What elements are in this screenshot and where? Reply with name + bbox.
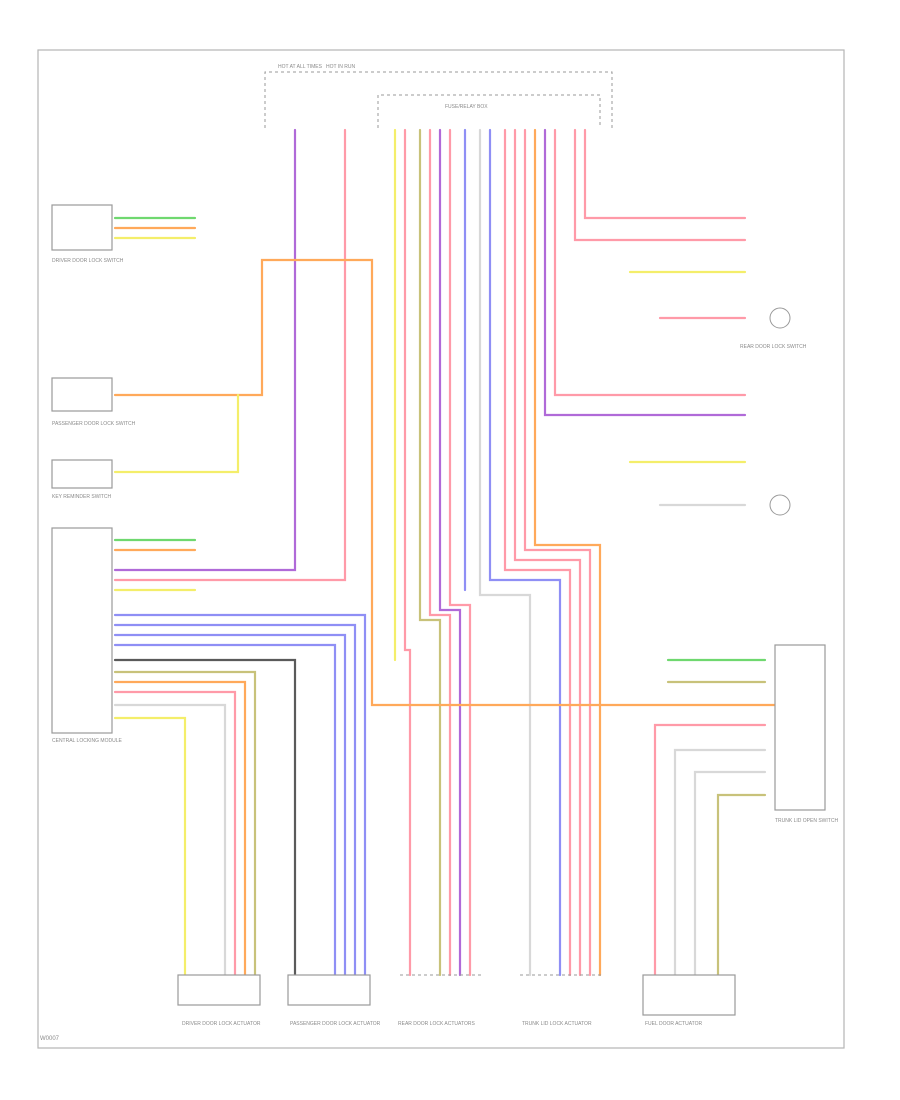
- wire: [113, 658, 297, 977]
- rear-door-lock-actuators-label: REAR DOOR LOCK ACTUATORS: [398, 1021, 475, 1027]
- driver-door-lock-actuator: [177, 974, 261, 1006]
- hot-label-2: HOT IN RUN: [326, 64, 355, 70]
- hot-label-1: HOT AT ALL TIMES: [278, 64, 323, 70]
- wire: [113, 716, 187, 977]
- wire: [438, 128, 462, 977]
- wire: [693, 770, 767, 977]
- wire: [583, 128, 747, 220]
- wire: [113, 690, 237, 977]
- wire: [113, 703, 227, 977]
- passenger-door-lock-switch: [51, 377, 113, 412]
- wire: [113, 643, 337, 977]
- wire: [113, 393, 240, 474]
- fuel-door-actuator-label: FUEL DOOR ACTUATOR: [645, 1021, 703, 1027]
- central-locking-module-label: CENTRAL LOCKING MODULE: [52, 738, 122, 744]
- passenger-door-lock-switch-label: PASSENGER DOOR LOCK SWITCH: [52, 421, 136, 427]
- ground-symbol: [769, 307, 791, 329]
- wire: [113, 633, 347, 977]
- wire: [478, 128, 532, 977]
- fuse-box-bracket: [377, 94, 601, 128]
- power-labels: HOT AT ALL TIMES HOT IN RUN FUSE/RELAY B…: [278, 64, 488, 110]
- wire: [573, 128, 747, 242]
- diagram-code: W0007: [40, 1036, 60, 1042]
- wire: [488, 128, 562, 977]
- trunk-switch-group: TRUNK LID OPEN SWITCH: [653, 644, 838, 977]
- wire: [448, 128, 472, 977]
- wire: [523, 128, 592, 977]
- wire: [113, 670, 257, 977]
- left-components: DRIVER DOOR LOCK SWITCH PASSENGER DOOR L…: [51, 204, 136, 744]
- wire: [113, 128, 347, 582]
- wire: [113, 613, 367, 977]
- driver-door-lock-switch-label: DRIVER DOOR LOCK SWITCH: [52, 258, 124, 264]
- left-wires: [113, 216, 782, 977]
- fuel-door-actuator: [642, 974, 736, 1016]
- driver-door-lock-actuator-label: DRIVER DOOR LOCK ACTUATOR: [182, 1021, 261, 1027]
- ground-symbol: [769, 494, 791, 516]
- passenger-door-lock-actuator: [287, 974, 371, 1006]
- wire: [513, 128, 582, 977]
- trunk-lid-lock-actuator-label: TRUNK LID LOCK ACTUATOR: [522, 1021, 592, 1027]
- trunk-lid-open-switch-label: TRUNK LID OPEN SWITCH: [775, 818, 838, 824]
- passenger-door-lock-actuator-label: PASSENGER DOOR LOCK ACTUATOR: [290, 1021, 381, 1027]
- wire: [403, 128, 412, 977]
- fuse-box-wires: [113, 128, 747, 977]
- wire: [716, 793, 767, 977]
- key-reminder-switch-label: KEY REMINDER SWITCH: [52, 494, 111, 500]
- wire: [673, 748, 767, 977]
- wire: [113, 623, 357, 977]
- trunk-lid-open-switch: [774, 644, 826, 811]
- fuse-box-label: FUSE/RELAY BOX: [445, 104, 488, 110]
- power-source-box: [264, 71, 613, 128]
- wire: [553, 128, 747, 397]
- wire: [428, 128, 452, 977]
- rear-switch-label: REAR DOOR LOCK SWITCH: [740, 344, 807, 350]
- driver-door-lock-switch: [51, 204, 113, 251]
- wire: [543, 128, 747, 417]
- central-locking-module: [51, 527, 113, 734]
- bottom-actuators: DRIVER DOOR LOCK ACTUATOR PASSENGER DOOR…: [177, 974, 736, 1027]
- diagram-frame: [37, 49, 845, 1049]
- wire: [503, 128, 572, 977]
- right-switch-rows: REAR DOOR LOCK SWITCH: [628, 270, 807, 516]
- key-reminder-switch: [51, 459, 113, 489]
- wire: [113, 680, 247, 977]
- wire: [653, 723, 767, 977]
- wire: [113, 128, 297, 572]
- wire: [418, 128, 442, 977]
- wire: [533, 128, 602, 977]
- wire: [113, 258, 782, 707]
